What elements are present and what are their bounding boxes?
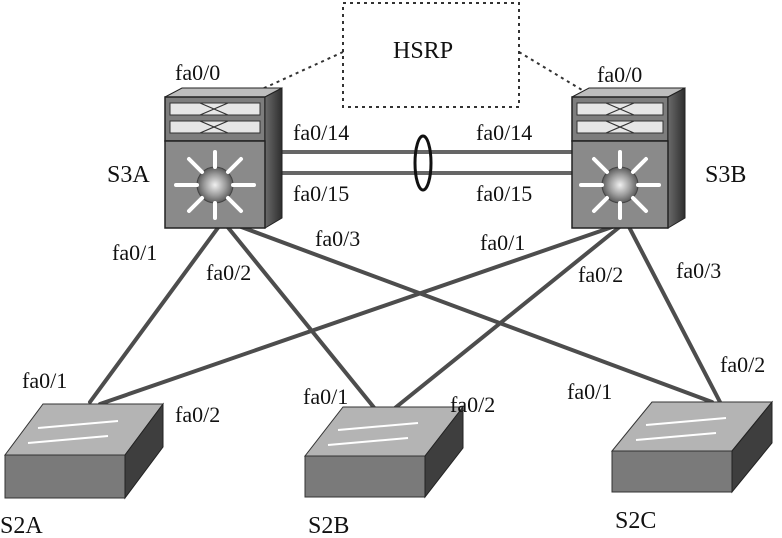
link-s3b-s2a: [98, 223, 620, 406]
port-label-s3b-fa0-2: fa0/2: [578, 262, 623, 287]
device-label-s3b: S3B: [705, 162, 746, 188]
port-label-s3a-fa0-14: fa0/14: [293, 120, 349, 145]
etherchannel: [282, 134, 572, 192]
s3a-top-face: [164, 87, 283, 98]
uplinks: [88, 223, 722, 414]
s2a-front-face: [4, 454, 126, 499]
hsrp-link-s3b: [518, 51, 583, 91]
device-label-s2b: S2B: [308, 513, 349, 538]
s2c-side-face: [731, 400, 773, 494]
s3a-switch[interactable]: [164, 87, 283, 229]
s2b-arrows-icon: [327, 422, 419, 446]
port-label-s2a-fa0-1: fa0/1: [22, 368, 67, 393]
s2b-switch[interactable]: [303, 405, 465, 499]
s3b-module-1-cross-b: [605, 102, 635, 116]
port-label-s3b-fa0-0: fa0/0: [597, 62, 642, 87]
port-label-s2a-fa0-2: fa0/2: [175, 402, 220, 427]
s3a-module-2-cross-b: [199, 120, 229, 134]
s3b-side: [667, 87, 686, 229]
link-s3a-s2b: [224, 223, 378, 412]
s3b-switch[interactable]: [571, 87, 686, 229]
port-label-s2c-fa0-1: fa0/1: [567, 379, 612, 404]
device-label-s2c: S2C: [615, 508, 656, 534]
s3a-arrows-icon: [174, 150, 256, 220]
link-s3b-s2b: [388, 223, 624, 414]
hsrp-label: HSRP: [393, 38, 453, 64]
port-label-s3a-fa0-15: fa0/15: [293, 181, 349, 206]
s3a-module-1-cross-b: [199, 102, 229, 116]
s2b-front-face: [304, 455, 426, 498]
port-label-s3b-fa0-15: fa0/15: [476, 181, 532, 206]
link-s3b-s2c: [626, 223, 722, 404]
link-s3a-s2c: [234, 223, 714, 404]
s3b-top-face: [571, 87, 686, 98]
s3b-arrows-icon: [579, 150, 661, 220]
channel-bundle-icon: [413, 134, 433, 192]
port-label-s3a-fa0-0: fa0/0: [175, 60, 220, 85]
port-label-s2b-fa0-1: fa0/1: [303, 384, 348, 409]
device-label-s3a: S3A: [107, 162, 150, 188]
port-label-s2b-fa0-2: fa0/2: [450, 392, 495, 417]
device-label-s2a: S2A: [0, 513, 43, 538]
hsrp-link-s3a: [237, 51, 344, 101]
hsrp-group: HSRP: [237, 2, 583, 108]
link-s3a-s2a: [88, 223, 222, 404]
port-label-s3a-fa0-3: fa0/3: [315, 226, 360, 251]
s2c-front-face: [611, 450, 733, 493]
s2b-side-face: [424, 405, 464, 499]
s3b-module-2-cross-b: [605, 120, 635, 134]
port-label-s3b-fa0-1: fa0/1: [480, 230, 525, 255]
port-label-s3b-fa0-14: fa0/14: [476, 120, 532, 145]
port-label-s2c-fa0-2: fa0/2: [720, 352, 765, 377]
s2a-switch[interactable]: [4, 402, 164, 500]
port-label-s3b-fa0-3: fa0/3: [676, 258, 721, 283]
s2a-arrows-icon: [27, 420, 119, 444]
port-label-s3a-fa0-1: fa0/1: [112, 240, 157, 265]
s2a-side-face: [124, 402, 164, 500]
s2c-arrows-icon: [635, 417, 727, 441]
s3a-side: [264, 87, 283, 229]
port-label-s3a-fa0-2: fa0/2: [206, 260, 251, 285]
s2c-switch[interactable]: [610, 400, 774, 494]
